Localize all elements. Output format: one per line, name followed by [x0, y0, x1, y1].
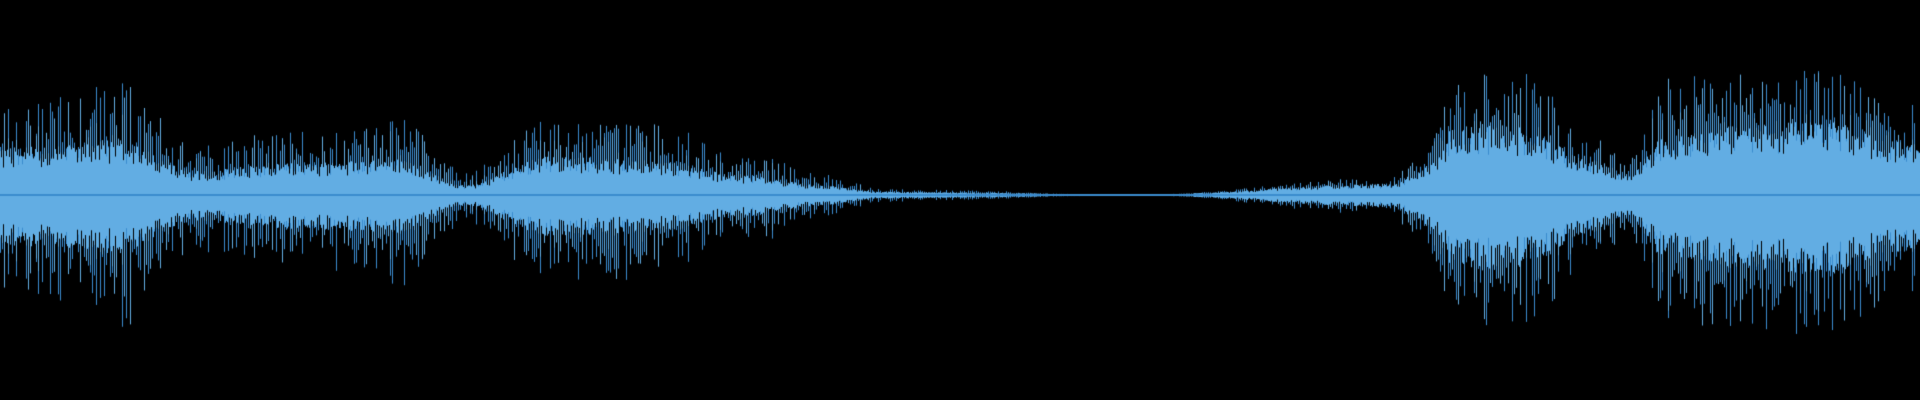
waveform-canvas[interactable] [0, 0, 1920, 400]
waveform-viewer [0, 0, 1920, 400]
